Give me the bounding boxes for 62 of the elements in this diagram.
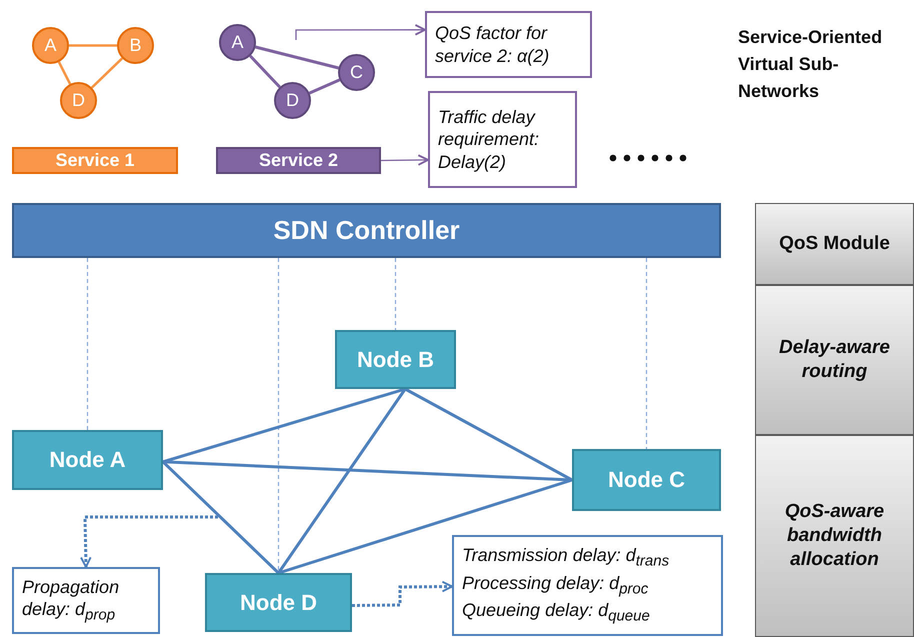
connector-line	[86, 258, 88, 430]
node-letter: D	[286, 89, 299, 112]
module-title: QoS Module	[779, 232, 890, 256]
requirement-box	[428, 91, 577, 188]
service-node-circle	[60, 82, 97, 119]
service-node-circle	[274, 82, 311, 119]
connector-line	[278, 258, 280, 573]
delay-box	[452, 535, 723, 636]
connector-line	[90, 57, 124, 89]
requirement-text: Traffic delay requirement: Delay(2)	[438, 106, 540, 174]
node-letter: B	[129, 34, 142, 57]
service-bar	[216, 147, 381, 174]
node-label: Node B	[357, 346, 434, 374]
service-label: Service 1	[55, 149, 135, 172]
service-node-circle	[32, 27, 69, 64]
requirement-box	[425, 11, 592, 78]
service-label: Service 2	[258, 149, 338, 172]
module-panel	[755, 435, 914, 637]
module-function: Delay-aware routing	[778, 336, 891, 384]
network-node-box	[205, 573, 352, 632]
node-letter: D	[72, 89, 85, 112]
requirement-text: QoS factor for service 2: α(2)	[435, 22, 550, 67]
connector-line	[394, 258, 396, 330]
network-node-box	[572, 449, 721, 511]
node-letter: A	[44, 34, 56, 57]
connector-line	[58, 61, 72, 85]
connector-line	[646, 258, 648, 449]
node-label: Node C	[608, 466, 685, 494]
module-panel	[755, 285, 914, 435]
connector-line	[162, 460, 280, 574]
connector-line	[277, 388, 406, 574]
section-heading: Service-Oriented Virtual Sub-Networks	[738, 26, 884, 103]
module-function: QoS-aware bandwidth allocation	[784, 500, 886, 572]
node-label: Node A	[49, 446, 126, 474]
arrow	[352, 580, 453, 607]
arrow	[295, 24, 426, 40]
arrow	[381, 154, 429, 166]
delay-text: Propagation delay: d$_{prop}$	[22, 576, 120, 626]
delay-text: Transmission delay: d$_{trans}$	[462, 544, 670, 572]
service-node-circle	[117, 27, 154, 64]
delay-box	[12, 567, 160, 634]
connector-line	[278, 478, 572, 574]
arrow	[80, 516, 218, 568]
network-node-box	[335, 330, 456, 389]
connector-line	[255, 46, 339, 70]
network-node-box	[12, 430, 163, 490]
connector-line	[308, 78, 340, 94]
delay-text: Processing delay: d$_{proc}$	[462, 572, 648, 600]
service-node-circle	[338, 54, 375, 91]
connector-line	[69, 44, 117, 47]
controller-label: SDN Controller	[273, 214, 460, 247]
connector-line	[162, 388, 406, 464]
controller-bar	[12, 203, 721, 258]
service-node-circle	[219, 24, 256, 61]
node-label: Node D	[240, 588, 317, 616]
node-letter: C	[350, 61, 363, 84]
connector-line	[249, 54, 281, 88]
node-letter: A	[231, 31, 244, 54]
delay-text: Queueing delay: d$_{queue}$	[462, 599, 650, 627]
module-panel	[755, 203, 914, 285]
connector-line	[404, 388, 573, 482]
service-bar	[12, 147, 178, 174]
